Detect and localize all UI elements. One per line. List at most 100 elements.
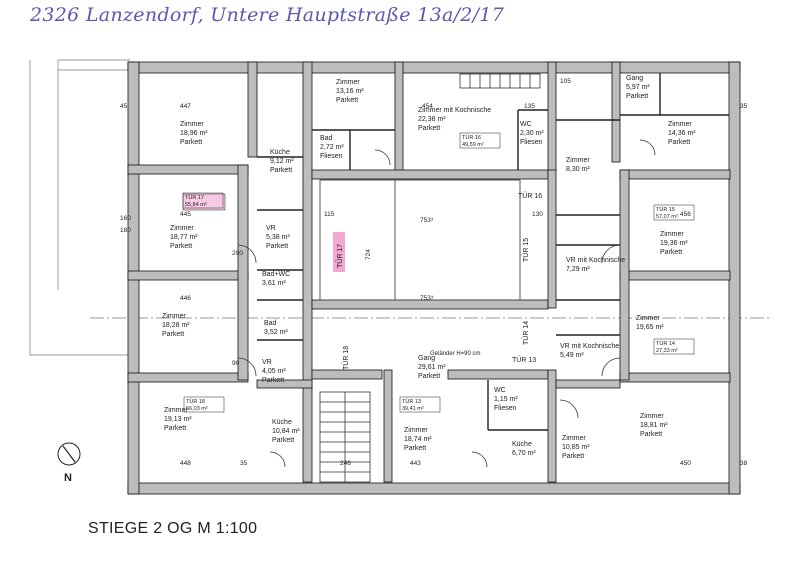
unit-box bbox=[653, 204, 695, 221]
dimension-label: 753³ bbox=[420, 217, 434, 224]
room-name: VR mit Kochnische bbox=[560, 343, 619, 350]
room-area: 10,84 m² bbox=[272, 428, 300, 435]
door-label: TÜR 18 bbox=[342, 346, 350, 370]
room-area: 5,97 m² bbox=[626, 84, 650, 91]
room-area: 9,12 m² bbox=[270, 158, 294, 165]
room-name: Küche bbox=[272, 419, 292, 426]
room-floor: Parkett bbox=[660, 249, 682, 256]
dimension-label: 724 bbox=[365, 249, 372, 260]
room-area: 19,36 m² bbox=[660, 240, 688, 247]
room-area: 7,29 m² bbox=[566, 266, 590, 273]
dimension-label: 130 bbox=[532, 211, 543, 218]
room-area: 18,81 m² bbox=[640, 422, 668, 429]
room-area: 18,28 m² bbox=[162, 322, 190, 329]
dimension-label: 448 bbox=[180, 460, 191, 467]
unit-label: TÜR 15 bbox=[656, 206, 675, 213]
room-name: WC bbox=[494, 387, 506, 394]
dimension-label: 446 bbox=[180, 295, 191, 302]
room-area: 3,61 m² bbox=[262, 280, 286, 287]
room-floor: Parkett bbox=[336, 97, 358, 104]
room-area: 5,38 m² bbox=[266, 234, 290, 241]
room-name: Zimmer mit Kochnische bbox=[418, 107, 491, 114]
room-floor: Parkett bbox=[668, 139, 690, 146]
unit-area: 39,41 m² bbox=[402, 406, 424, 412]
room-floor: Parkett bbox=[272, 437, 294, 444]
room-name: Zimmer bbox=[170, 225, 194, 232]
room-name: Küche bbox=[270, 149, 290, 156]
dimension-label: 135 bbox=[524, 103, 535, 110]
unit-box bbox=[399, 396, 441, 413]
room-area: 13,16 m² bbox=[336, 88, 364, 95]
room-name: Zimmer bbox=[164, 407, 188, 414]
room-name: Zimmer bbox=[162, 313, 186, 320]
room-area: 6,70 m² bbox=[512, 450, 536, 457]
door-label: TÜR 17 bbox=[336, 244, 344, 268]
room-area: 22,38 m² bbox=[418, 116, 446, 123]
unit-box bbox=[183, 396, 225, 413]
room-area: 3,52 m² bbox=[264, 329, 288, 336]
unit-box bbox=[182, 192, 224, 209]
handwritten-address-note: 2326 Lanzendorf, Untere Hauptstraße 13a/… bbox=[30, 4, 505, 26]
room-name: Bad bbox=[264, 320, 277, 327]
room-floor: Parkett bbox=[164, 425, 186, 432]
room-floor: Parkett bbox=[626, 93, 648, 100]
room-area: 5,49 m² bbox=[560, 352, 584, 359]
room-floor: Parkett bbox=[418, 125, 440, 132]
room-floor: Fliesen bbox=[320, 153, 343, 160]
room-name: VR bbox=[266, 225, 276, 232]
dimension-label: 443 bbox=[410, 460, 421, 467]
room-area: 18,77 m² bbox=[170, 234, 198, 241]
room-name: Zimmer bbox=[668, 121, 692, 128]
room-floor: Parkett bbox=[640, 431, 662, 438]
dimension-label: 35 bbox=[740, 103, 748, 110]
dimension-label: 38 bbox=[740, 460, 748, 467]
room-name: Gang bbox=[626, 75, 643, 82]
dimension-label: 447 bbox=[180, 103, 191, 110]
room-floor: Parkett bbox=[266, 243, 288, 250]
unit-label: TÜR 14 bbox=[656, 340, 675, 347]
railing-note: Geländer H=90 cm bbox=[430, 351, 481, 357]
room-area: 29,61 m² bbox=[418, 364, 446, 371]
room-name: VR mit Kochnische bbox=[566, 257, 625, 264]
room-name: Küche bbox=[512, 441, 532, 448]
dimension-label: 160 bbox=[120, 215, 131, 222]
room-name: Zimmer bbox=[336, 79, 360, 86]
room-floor: Parkett bbox=[270, 167, 292, 174]
unit-area: 27,33 m² bbox=[656, 348, 678, 354]
room-name: Zimmer bbox=[660, 231, 684, 238]
door-label: TÜR 16 bbox=[518, 192, 542, 200]
unit-label: TÜR 13 bbox=[402, 398, 421, 405]
unit-area: 56,03 m² bbox=[186, 406, 208, 412]
room-area: 18,74 m² bbox=[404, 436, 432, 443]
room-area: 19,65 m² bbox=[636, 324, 664, 331]
unit-area: 49,59 m² bbox=[462, 142, 484, 148]
dimension-label: 115 bbox=[324, 211, 335, 218]
door-label: TÜR 13 bbox=[512, 356, 536, 364]
room-name: Zimmer bbox=[640, 413, 664, 420]
unit-box bbox=[459, 132, 501, 149]
dimension-label: 753³ bbox=[420, 295, 434, 302]
unit-label: TÜR 16 bbox=[462, 134, 481, 141]
plan-caption: STIEGE 2 OG M 1:100 bbox=[88, 520, 258, 537]
unit-box bbox=[653, 338, 695, 355]
dimension-label: 456 bbox=[680, 211, 691, 218]
dimension-label: 105 bbox=[560, 78, 571, 85]
room-floor: Fliesen bbox=[520, 139, 543, 146]
room-name: Gang bbox=[418, 355, 435, 362]
dimension-label: 450 bbox=[680, 460, 691, 467]
door-label-highlight bbox=[333, 232, 345, 272]
room-floor: Parkett bbox=[418, 373, 440, 380]
room-floor: Parkett bbox=[162, 331, 184, 338]
room-floor: Parkett bbox=[404, 445, 426, 452]
unit-area: 55,84 m² bbox=[185, 202, 207, 208]
dimension-label: 45 bbox=[120, 103, 128, 110]
room-name: Zimmer bbox=[566, 157, 590, 164]
unit-area: 57,07 m² bbox=[656, 214, 678, 220]
unit-label: TÜR 17 bbox=[185, 194, 204, 201]
dimension-label: 180 bbox=[120, 227, 131, 234]
room-area: 18,96 m² bbox=[180, 130, 208, 137]
room-name: Zimmer bbox=[636, 315, 660, 322]
room-name: VR bbox=[262, 359, 272, 366]
room-area: 10,85 m² bbox=[562, 444, 590, 451]
dimension-label: 454 bbox=[422, 103, 433, 110]
